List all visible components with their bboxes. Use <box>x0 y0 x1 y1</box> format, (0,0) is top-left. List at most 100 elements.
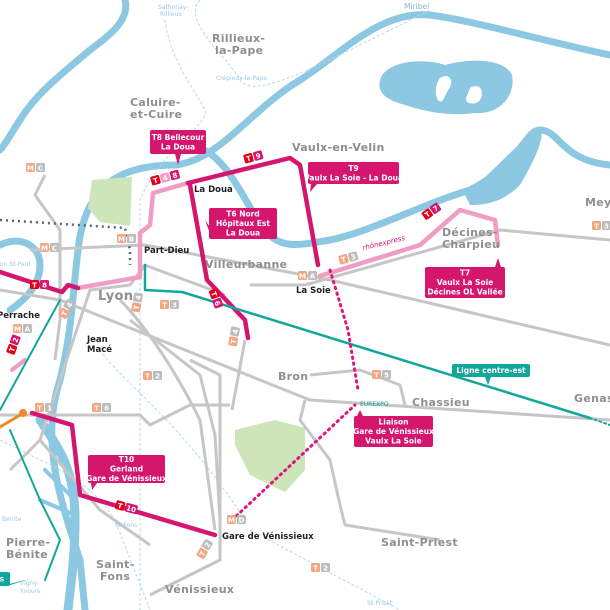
line-m7-teal <box>0 299 61 581</box>
line-centre-est <box>143 263 592 420</box>
town-lyon: Lyon <box>98 289 133 304</box>
badge-label: C <box>52 244 57 252</box>
line-badge: T4 <box>131 292 143 313</box>
badge-label: 5 <box>384 371 389 379</box>
badge-box <box>243 153 254 164</box>
rail-stop-sathonay: Sathonay- <box>158 4 188 11</box>
badge-box <box>347 251 359 262</box>
callout-box <box>0 572 10 586</box>
line-t8-dark <box>0 269 81 295</box>
badge-label: A <box>310 272 316 280</box>
badge-label: T <box>32 281 37 289</box>
callout-text: T9 <box>348 164 358 173</box>
badge-box <box>153 371 162 380</box>
badge-label: T <box>162 301 167 309</box>
line-badge: T2 <box>196 539 213 559</box>
badge-label: T <box>152 176 159 185</box>
station-gare-venissieux: Gare de Vénissieux <box>222 531 314 542</box>
line-t8-pink <box>75 180 191 291</box>
callout-text: Vaulx La Soie <box>365 437 421 446</box>
badge-box <box>321 563 330 572</box>
callout-pointer <box>175 154 181 165</box>
badge-label: T <box>245 154 252 163</box>
badge-box <box>40 280 49 289</box>
badge-label: T <box>198 549 207 557</box>
badge-box <box>13 324 22 333</box>
rail-stop-st-paul: on St-Paul <box>0 261 31 268</box>
river-channel-south <box>35 415 80 610</box>
rail-stop-miribel: Miribel <box>404 2 429 11</box>
badge-box <box>124 502 138 515</box>
badge-box <box>45 403 54 412</box>
station-perrache: Perrache <box>0 311 40 321</box>
line-centre-est-future <box>589 417 610 426</box>
rail-stop-sathonay: Rillieux <box>160 11 182 18</box>
line-badge: T4 <box>58 299 75 319</box>
badge-box <box>196 547 208 559</box>
badge-label: 10 <box>125 504 137 514</box>
badge-box <box>35 403 44 412</box>
badge-box <box>298 271 307 280</box>
badge-label: T <box>209 290 218 297</box>
station-labels: La Doua Part-Dieu La Soie Gare de Véniss… <box>0 185 389 542</box>
badge-box <box>6 343 18 355</box>
station-part-dieu: Part-Dieu <box>144 246 189 256</box>
badge-box <box>602 221 610 230</box>
badge-label: 6 <box>104 404 109 412</box>
orange-stop <box>19 409 27 417</box>
line-badge: T4 <box>228 326 240 347</box>
callout-centre-est: Ligne centre-est <box>452 364 530 385</box>
rail-stop-st-fons: St-Fons <box>115 522 137 529</box>
badge-box <box>201 539 213 551</box>
badge-box <box>132 292 143 303</box>
badge-label: 4 <box>162 174 169 183</box>
town-vaulx: Vaulx-en-Velin <box>292 141 385 154</box>
badge-label: M <box>27 164 34 172</box>
rail-stop-irigny: Yvours <box>19 588 40 595</box>
callout-text: T7 <box>460 269 470 278</box>
badge-box <box>63 299 75 311</box>
badge-box <box>308 271 317 280</box>
town-villeurbanne: Villeurbanne <box>205 258 287 271</box>
badge-box <box>228 336 239 347</box>
callout-text: T8 Bellecour <box>152 133 205 142</box>
callout-pointer <box>485 377 491 385</box>
line-t6-nord <box>187 182 251 341</box>
existing-network <box>0 174 610 597</box>
callout-box <box>452 364 530 377</box>
town-venissieux: Vénissieux <box>165 583 234 596</box>
town-rillieux: Rillieux- <box>212 32 265 45</box>
town-rillieux: la-Pape <box>215 44 263 57</box>
badge-box <box>117 234 126 243</box>
town-caluire: et-Cuire <box>130 108 182 121</box>
town-pierre-benite: Pierre- <box>6 536 50 549</box>
liaison-dotted-north <box>328 268 360 392</box>
badge-box <box>26 163 35 172</box>
badge-label: D <box>239 516 245 524</box>
callout-pointer <box>91 483 97 490</box>
line-t2-pink <box>10 358 27 372</box>
callout-text: rs <box>0 575 5 584</box>
rail-stop-irigny: Irigny- <box>20 580 39 587</box>
badge-box <box>131 302 142 313</box>
callout-box <box>150 130 206 154</box>
badge-box <box>237 515 246 524</box>
town-meyzieu: Meyz <box>585 196 610 209</box>
town-bron: Bron <box>278 370 308 383</box>
badge-box <box>208 288 220 300</box>
badge-label: 7 <box>432 204 441 213</box>
